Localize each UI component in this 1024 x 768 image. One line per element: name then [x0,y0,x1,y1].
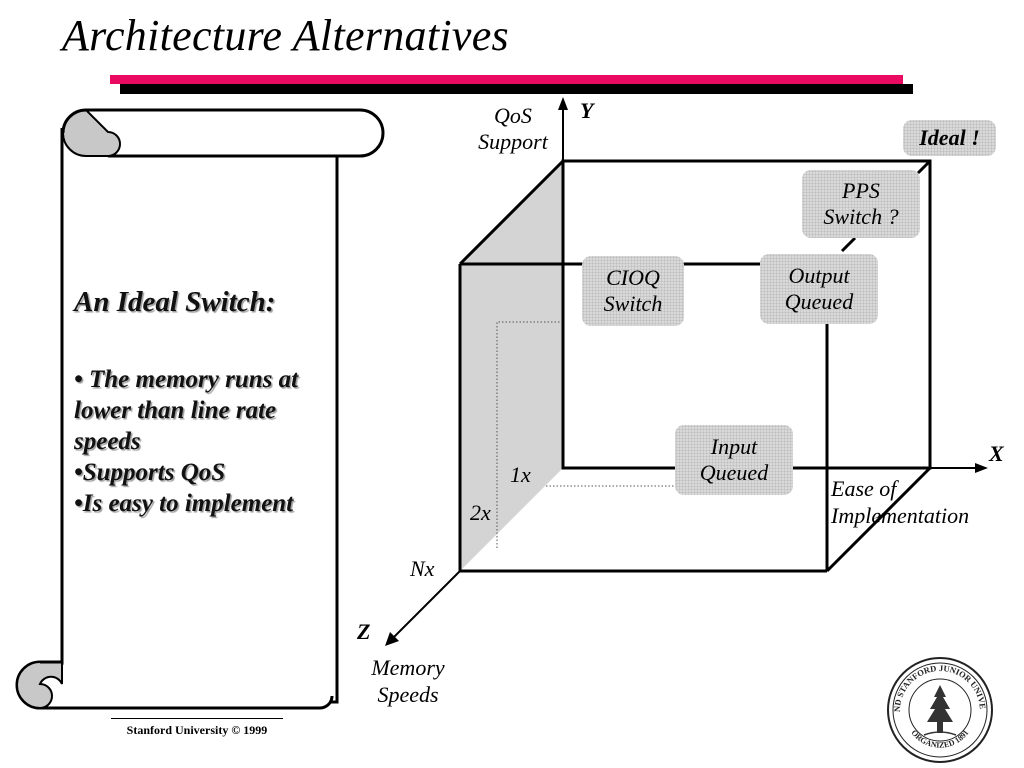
bullet-qos: •Supports QoS [74,459,226,486]
box-pps-line2: Switch ? [823,204,899,229]
y-axis-letter: Y [580,98,594,123]
box-cioq-switch: CIOQ Switch [582,256,684,326]
y-axis-label-line1: QoS [494,103,532,128]
box-pps-line1: PPS [842,178,880,203]
box-output-queued: Output Queued [760,254,878,324]
box-ideal: Ideal ! [903,120,996,156]
box-input-line1: Input [710,434,758,459]
box-output-line1: Output [788,263,850,288]
z-axis-letter: Z [357,619,371,644]
box-input-queued: Input Queued [675,425,793,495]
box-input-line2: Queued [699,460,769,485]
box-output-line2: Queued [784,289,854,314]
title-underline [110,75,903,84]
tick-1x: 1x [510,462,531,487]
stanford-seal-logo: LELAND STANFORD JUNIOR UNIVERSITY ORGANI… [884,655,993,763]
box-cioq-line1: CIOQ [606,265,660,290]
x-axis-letter: X [989,441,1004,466]
box-ideal-label: Ideal ! [919,125,980,150]
bullet-memory: • The memory runs at lower than line rat… [74,366,299,455]
slide-title: Architecture Alternatives [62,11,509,60]
box-pps-switch: PPS Switch ? [802,170,920,238]
x-axis-label-line1: Ease of [831,476,897,501]
dotted-guide [496,321,563,548]
y-axis-label-line2: Support [478,129,548,154]
footer-copyright: Stanford University © 1999 [111,718,283,738]
tick-nx: Nx [410,556,435,581]
z-axis-label-line1: Memory [371,655,445,680]
z-axis-label-line2: Speeds [377,682,439,707]
bullet-easy: •Is easy to implement [74,490,294,517]
box-cioq-line2: Switch [603,291,663,316]
title-underline-shadow [120,84,913,94]
z-axis [391,570,461,640]
scroll-bullets: • The memory runs at lower than line rat… [74,364,336,519]
tick-2x: 2x [470,500,491,525]
scroll-heading: An Ideal Switch: [74,286,276,318]
x-axis-label-line2: Implementation [831,503,970,528]
